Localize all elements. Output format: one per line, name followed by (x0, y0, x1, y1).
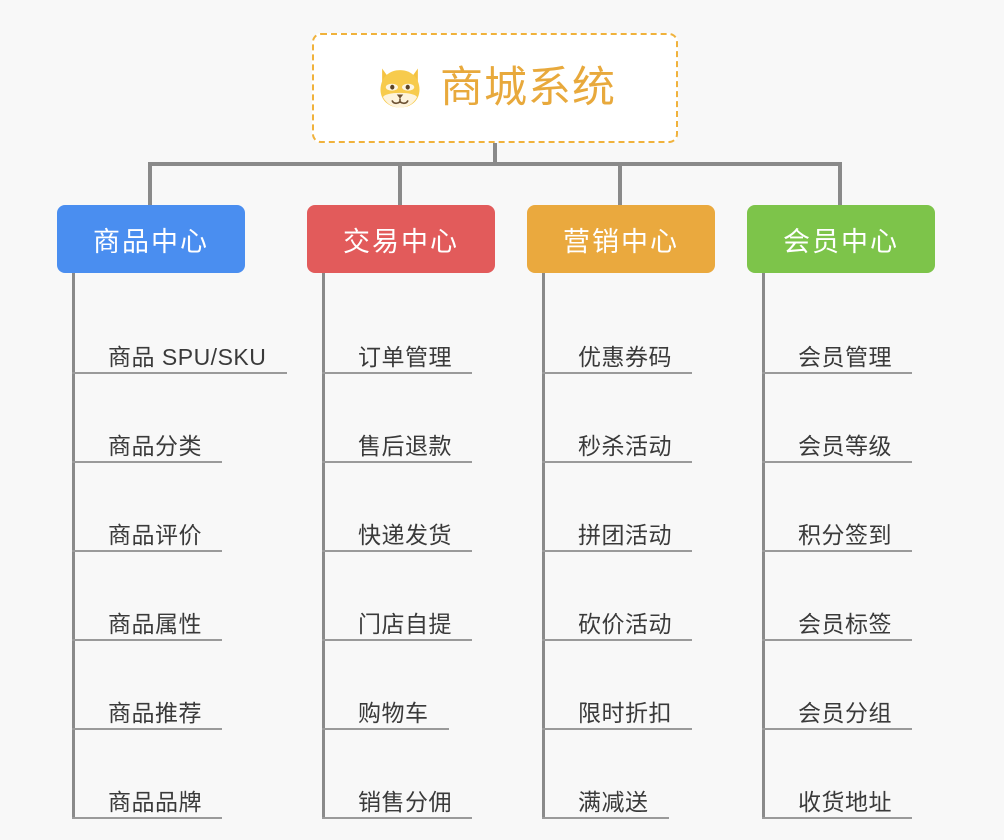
connector-drop-商品中心 (148, 162, 152, 205)
root-title: 商城系统 (440, 63, 616, 112)
branch-leaf-list: 优惠券码 秒杀活动 拼团活动 砍价活动 限时折扣 满减送 (542, 273, 745, 819)
leaf-item[interactable]: 限时折扣 (542, 641, 745, 730)
leaf-label: 秒杀活动 (578, 432, 672, 459)
leaf-label: 会员分组 (798, 699, 892, 726)
leaf-label: 商品 SPU/SKU (108, 343, 267, 370)
leaf-label: 售后退款 (358, 432, 452, 459)
leaf-item[interactable]: 商品属性 (72, 552, 275, 641)
leaf-label: 优惠券码 (578, 343, 672, 370)
branch-leaf-list: 商品 SPU/SKU 商品分类 商品评价 商品属性 商品推荐 商品品牌 (72, 273, 287, 819)
leaf-label: 限时折扣 (578, 699, 672, 726)
branch-header-trade-center[interactable]: 交易中心 (307, 205, 495, 273)
leaf-item[interactable]: 销售分佣 (322, 730, 525, 819)
leaf-label: 会员标签 (798, 610, 892, 637)
branch-header-marketing-center[interactable]: 营销中心 (527, 205, 715, 273)
leaf-item[interactable]: 积分签到 (762, 463, 965, 552)
branch-header-label: 营销中心 (563, 226, 679, 257)
leaf-label: 商品品牌 (108, 788, 202, 815)
leaf-label: 商品评价 (108, 521, 202, 548)
leaf-item[interactable]: 商品 SPU/SKU (72, 285, 287, 374)
leaf-label: 门店自提 (358, 610, 452, 637)
leaf-item[interactable]: 会员标签 (762, 552, 965, 641)
leaf-label: 订单管理 (358, 343, 452, 370)
shiba-dog-face-icon (380, 68, 420, 108)
leaf-label: 销售分佣 (358, 788, 452, 815)
leaf-item[interactable]: 购物车 (322, 641, 525, 730)
leaf-item[interactable]: 拼团活动 (542, 463, 745, 552)
leaf-item[interactable]: 售后退款 (322, 374, 525, 463)
leaf-item[interactable]: 门店自提 (322, 552, 525, 641)
leaf-item[interactable]: 砍价活动 (542, 552, 745, 641)
leaf-label: 商品属性 (108, 610, 202, 637)
leaf-item[interactable]: 会员等级 (762, 374, 965, 463)
leaf-item[interactable]: 满减送 (542, 730, 745, 819)
branch-leaf-list: 订单管理 售后退款 快递发货 门店自提 购物车 销售分佣 (322, 273, 525, 819)
branch-header-member-center[interactable]: 会员中心 (747, 205, 935, 273)
leaf-label: 购物车 (358, 699, 429, 726)
connector-drop-会员中心 (838, 162, 842, 205)
leaf-label: 商品分类 (108, 432, 202, 459)
branch-marketing-center: 营销中心 优惠券码 秒杀活动 拼团活动 砍价活动 限时折扣 满减送 (527, 205, 745, 819)
leaf-label: 满减送 (578, 788, 649, 815)
branch-trade-center: 交易中心 订单管理 售后退款 快递发货 门店自提 购物车 销售分佣 (307, 205, 525, 819)
leaf-item[interactable]: 会员管理 (762, 285, 965, 374)
leaf-label: 快递发货 (358, 521, 452, 548)
connector-drop-营销中心 (618, 162, 622, 205)
leaf-item[interactable]: 快递发货 (322, 463, 525, 552)
leaf-label: 商品推荐 (108, 699, 202, 726)
branch-header-product-center[interactable]: 商品中心 (57, 205, 245, 273)
leaf-item[interactable]: 商品品牌 (72, 730, 275, 819)
leaf-item[interactable]: 收货地址 (762, 730, 965, 819)
connector-root-stem (493, 143, 497, 165)
branch-header-label: 交易中心 (343, 226, 459, 257)
connector-drop-交易中心 (398, 162, 402, 205)
leaf-label: 会员等级 (798, 432, 892, 459)
leaf-item[interactable]: 优惠券码 (542, 285, 745, 374)
leaf-item[interactable]: 商品推荐 (72, 641, 275, 730)
branch-leaf-list: 会员管理 会员等级 积分签到 会员标签 会员分组 收货地址 (762, 273, 965, 819)
branch-header-label: 商品中心 (93, 226, 209, 257)
leaf-label: 收货地址 (798, 788, 892, 815)
leaf-item[interactable]: 秒杀活动 (542, 374, 745, 463)
leaf-label: 拼团活动 (578, 521, 672, 548)
branch-header-label: 会员中心 (783, 226, 899, 257)
leaf-item[interactable]: 商品评价 (72, 463, 275, 552)
branch-product-center: 商品中心 商品 SPU/SKU 商品分类 商品评价 商品属性 商品推荐 商品品牌 (57, 205, 287, 819)
root-node[interactable]: 商城系统 (312, 33, 678, 143)
leaf-item[interactable]: 订单管理 (322, 285, 525, 374)
connector-horizontal-bus (148, 162, 842, 166)
leaf-item[interactable]: 会员分组 (762, 641, 965, 730)
leaf-item[interactable]: 商品分类 (72, 374, 275, 463)
branch-member-center: 会员中心 会员管理 会员等级 积分签到 会员标签 会员分组 收货地址 (747, 205, 965, 819)
leaf-label: 会员管理 (798, 343, 892, 370)
leaf-label: 砍价活动 (578, 610, 672, 637)
leaf-label: 积分签到 (798, 521, 892, 548)
